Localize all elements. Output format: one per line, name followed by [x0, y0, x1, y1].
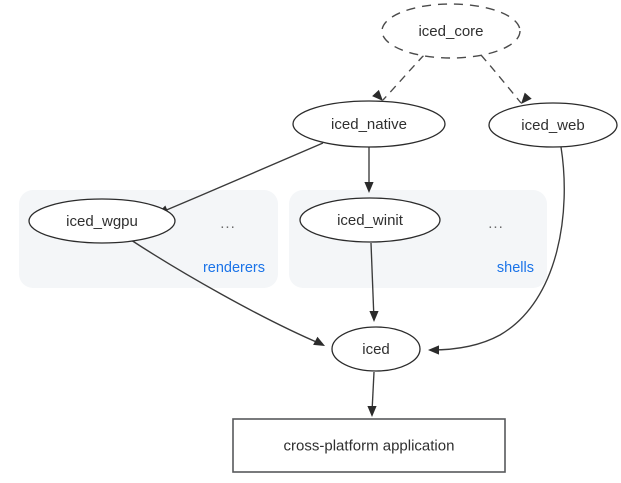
node-iced-shape[interactable]: [331, 326, 421, 372]
node-iced_web-shape[interactable]: [488, 102, 618, 148]
edge-iced_wgpu-to-iced: [130, 239, 322, 345]
node-iced_web[interactable]: iced_web: [488, 102, 618, 148]
cluster-renderers-ellipsis: ...: [220, 215, 236, 232]
node-iced-label: iced: [362, 341, 390, 358]
edge-iced-to-app: [371, 371, 375, 413]
node-iced_web-label: iced_web: [521, 117, 584, 134]
arrowhead-into-iced-top: [369, 311, 379, 322]
arrowhead-into-iced_winit: [364, 182, 374, 193]
node-iced[interactable]: iced: [331, 326, 421, 372]
node-iced_winit-label: iced_winit: [337, 212, 404, 229]
node-iced_core-label: iced_core: [418, 23, 483, 40]
node-app-label: cross-platform application: [284, 437, 455, 454]
arrowhead-into-iced_native: [372, 89, 383, 101]
node-iced_native-shape[interactable]: [292, 100, 446, 148]
arrowhead-into-iced_web: [521, 92, 532, 104]
edge-iced_web-to-iced: [430, 146, 565, 351]
arrowhead-into-app: [367, 406, 377, 417]
cluster-renderers-label: renderers: [203, 260, 265, 276]
node-iced_wgpu-label: iced_wgpu: [66, 213, 138, 230]
node-iced_native[interactable]: iced_native: [292, 100, 446, 148]
arrowhead-into-iced-right: [428, 345, 439, 355]
node-iced_winit-shape[interactable]: [299, 197, 441, 243]
node-iced_native-label: iced_native: [331, 116, 407, 133]
edge-iced_core-to-iced_web: [480, 54, 522, 104]
node-app-shape[interactable]: [232, 418, 506, 473]
cluster-shells-ellipsis: ...: [488, 215, 504, 232]
node-iced_core-shape[interactable]: [381, 3, 521, 59]
node-iced_winit[interactable]: iced_winit: [299, 197, 441, 243]
node-iced_wgpu[interactable]: iced_wgpu: [28, 198, 176, 244]
arrowhead-into-iced-left: [313, 336, 325, 346]
cluster-shells-label: shells: [497, 260, 534, 276]
edge-iced_winit-to-iced: [370, 242, 375, 321]
edge-iced_core-to-iced_native: [382, 54, 425, 101]
node-iced_core[interactable]: iced_core: [381, 3, 521, 59]
node-iced_wgpu-shape[interactable]: [28, 198, 176, 244]
node-cross-platform-application[interactable]: cross-platform application: [232, 418, 506, 473]
edge-iced_native-to-iced_wgpu: [156, 142, 324, 215]
